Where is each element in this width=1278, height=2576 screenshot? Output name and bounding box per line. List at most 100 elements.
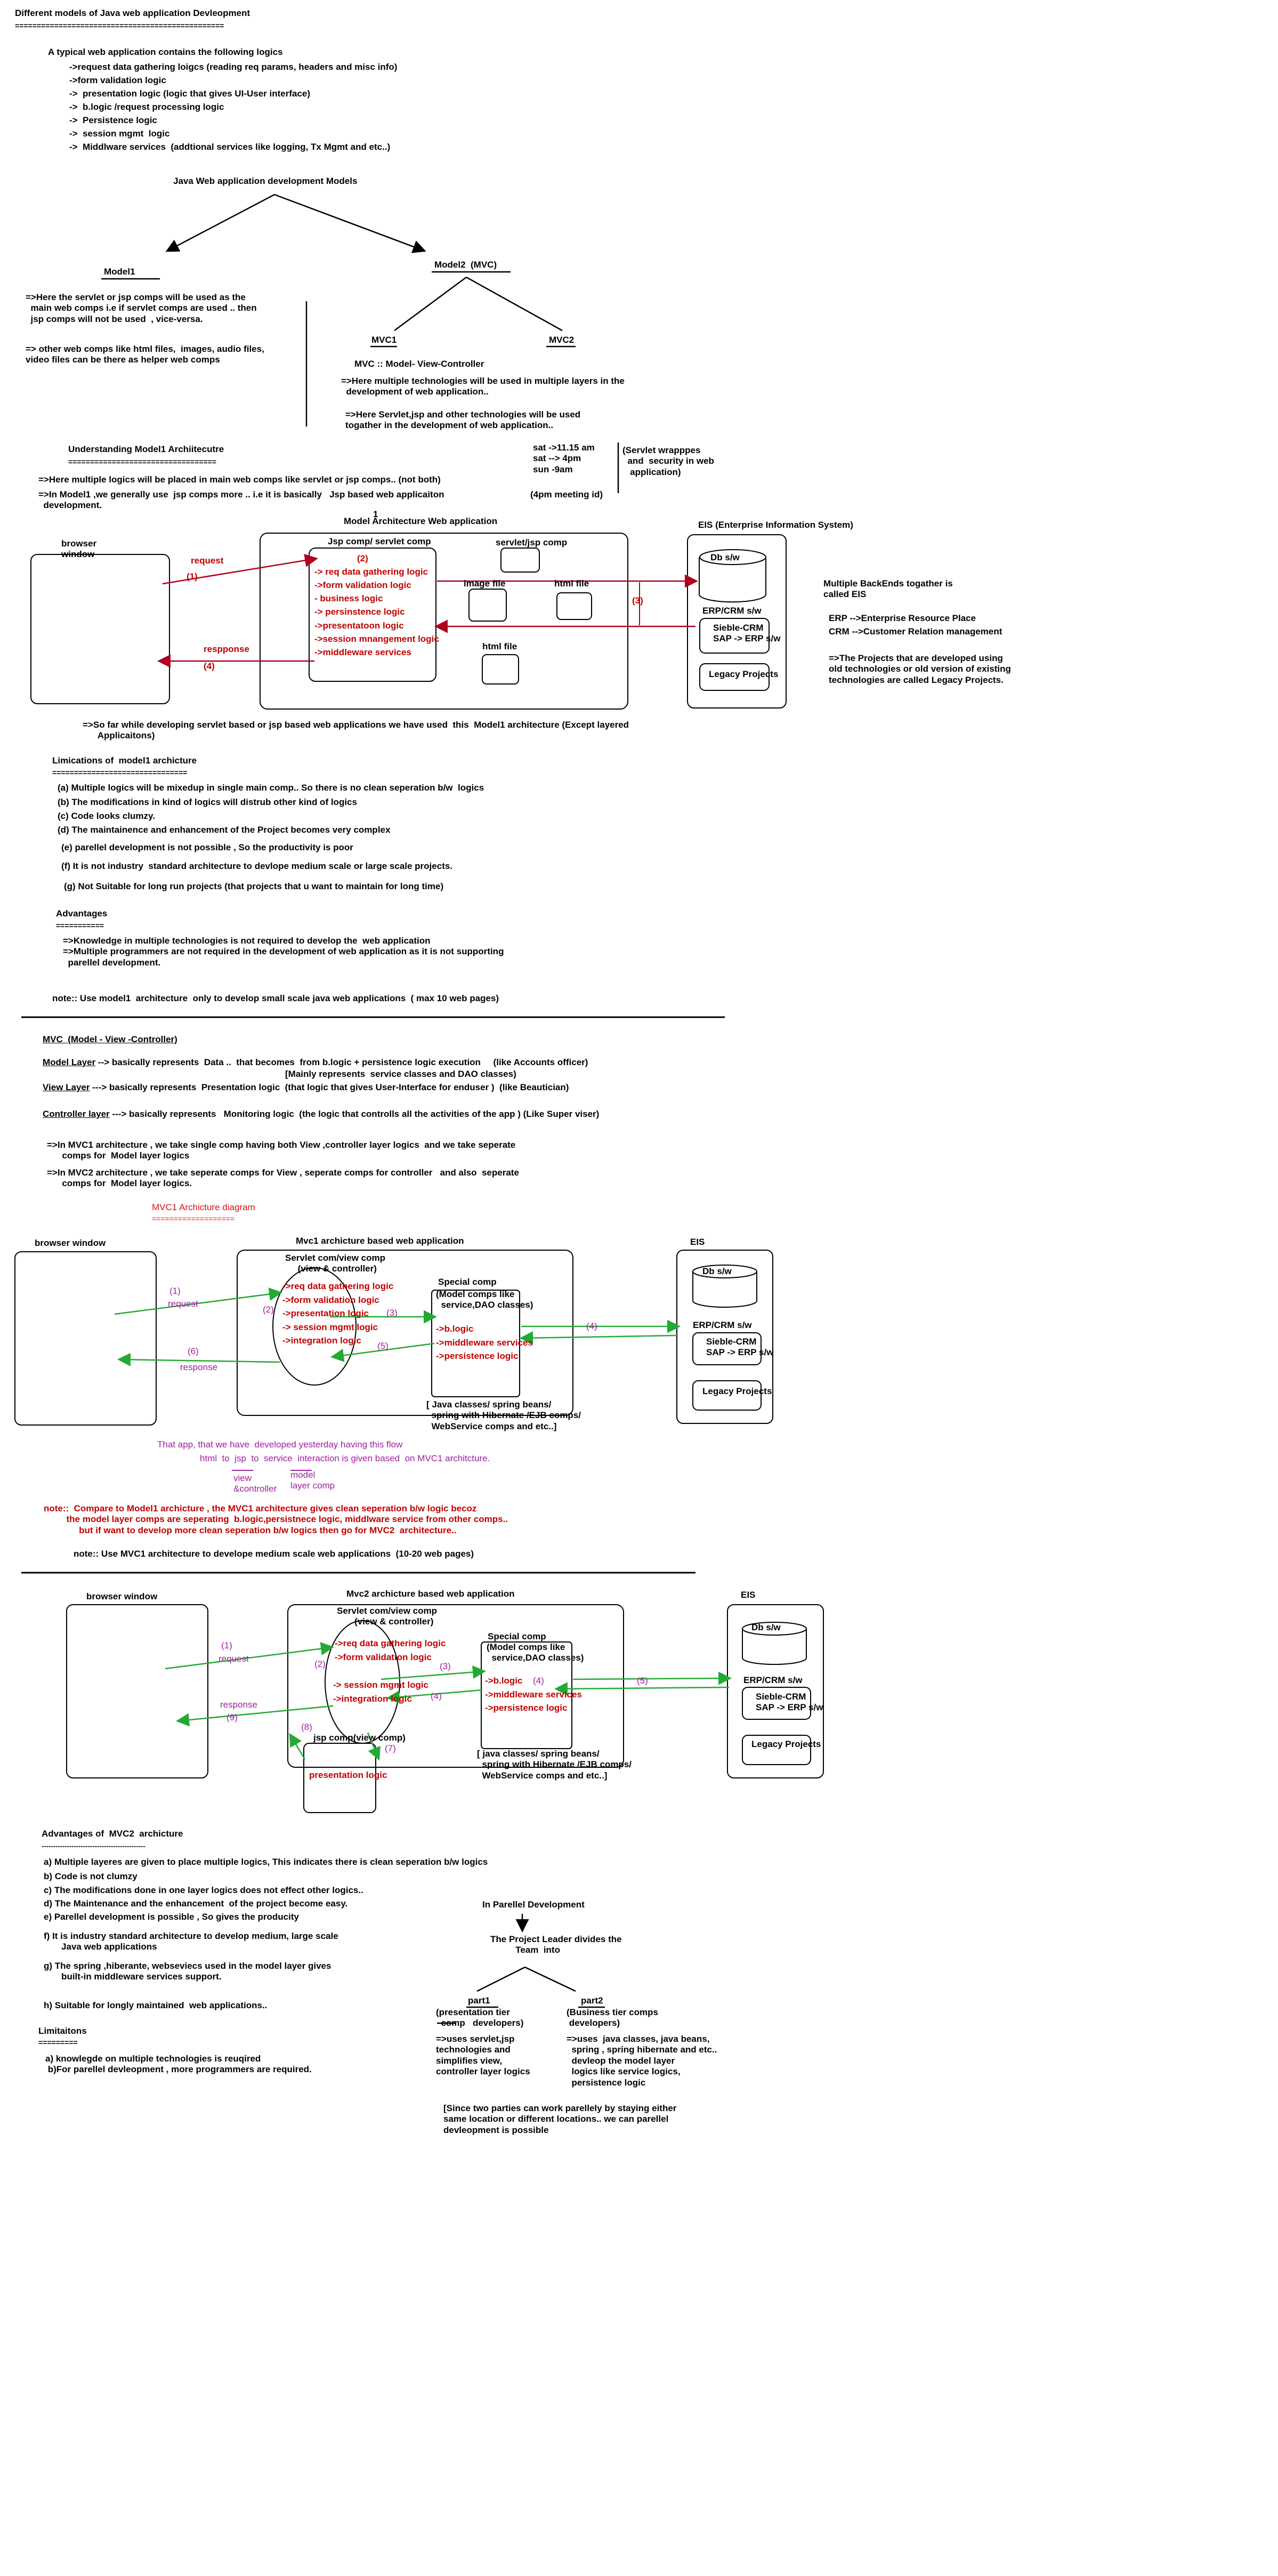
model2-description: =>Here multiple technologies will be use… xyxy=(341,376,625,397)
part2-description: =>uses java classes, java beans, spring … xyxy=(567,2034,717,2088)
jsp-servlet-comp-title: Jsp comp/ servlet comp xyxy=(328,536,431,546)
model1-logics-list: -> req data gathering logic ->form valid… xyxy=(314,567,439,657)
browser-window: browser window xyxy=(35,1238,106,1248)
title-underline: ========================================… xyxy=(15,21,224,30)
erp-crm-sw: ERP/CRM s/w xyxy=(743,1675,803,1685)
mvc2-advantages-title: Advantages of MVC2 archicture xyxy=(42,1829,183,1839)
browser-window: browser window xyxy=(61,538,97,560)
crm-definition: CRM -->Customer Relation management xyxy=(829,626,1002,637)
legacy-projects: Legacy Projects xyxy=(702,1386,772,1396)
eis-title: EIS xyxy=(741,1590,756,1600)
part2-subtitle: (Business tier comps developers) xyxy=(567,2007,658,2028)
request-label: request xyxy=(168,1299,198,1309)
step-2: (2) xyxy=(314,1659,326,1669)
step-3: (3) xyxy=(440,1661,451,1671)
model-layer-text: --> basically represents Data .. that be… xyxy=(95,1057,588,1067)
mvc2-advantages-underline: ----------------------------------------… xyxy=(42,1842,145,1850)
controller-layer-label: Controller layer xyxy=(43,1109,110,1119)
mvc1-diagram-heading: MVC1 Archicture diagram xyxy=(152,1202,255,1212)
model1-node: Model1 xyxy=(104,267,135,277)
parallel-tree-lines xyxy=(437,1914,605,2024)
model1-helper-comps: => other web comps like html files, imag… xyxy=(26,344,264,365)
eis-title: EIS xyxy=(690,1237,705,1247)
erp-crm-sw: ERP/CRM s/w xyxy=(702,606,762,616)
request-label: request xyxy=(219,1654,249,1664)
mvc1-definition: =>In MVC1 architecture , we take single … xyxy=(47,1140,516,1161)
limitation-item: (c) Code looks clumzy. xyxy=(58,811,155,821)
schedule: sat ->11.15 am sat --> 4pm sun -9am xyxy=(533,442,595,474)
servlet-wrappers-note: (Servlet wrapppes and security in web ap… xyxy=(622,445,714,477)
mvc1-usage-note: note:: Use MVC1 architecture to develope… xyxy=(74,1549,474,1559)
model1-usage-note: note:: Use model1 architecture only to d… xyxy=(52,993,499,1003)
part1-label: part1 xyxy=(468,1995,490,2006)
mvc2-logics-list: ->req data gathering logic ->form valida… xyxy=(335,1638,446,1662)
limitations-title: Limications of model1 archicture xyxy=(52,755,197,766)
html-file: html file xyxy=(482,641,517,651)
part1-subtitle: (presentation tier comp developers) xyxy=(436,2007,524,2028)
model-layer-line: Model Layer --> basically represents Dat… xyxy=(43,1057,588,1068)
parallel-dev-title: In Parellel Development xyxy=(482,1899,585,1910)
flow-note: html to jsp to service interaction is gi… xyxy=(200,1453,490,1463)
erp-definition: ERP -->Enterprise Resource Place xyxy=(829,613,976,623)
step-3: (3) xyxy=(632,595,643,606)
page-title: Different models of Java web application… xyxy=(15,8,250,18)
intro-item: -> presentation logic (logic that gives … xyxy=(69,88,311,99)
step-5: (5) xyxy=(377,1341,389,1351)
mvc1-compare-note: note:: Compare to Model1 archicture , th… xyxy=(44,1503,508,1535)
step-2: (2) xyxy=(357,553,368,564)
step-3: (3) xyxy=(386,1308,398,1318)
step-4: (4) xyxy=(204,661,215,671)
special-comp-logics: ->b.logic ->middleware services ->persis… xyxy=(436,1324,533,1361)
image-file: image file xyxy=(464,578,506,589)
request-label: request xyxy=(191,556,224,566)
model1-diagram-title: Model Architecture Web application xyxy=(344,516,498,526)
mvc2-logics-list-2: -> session mgmt logic ->integration logi… xyxy=(333,1680,429,1704)
mvc2-diagram-title: Mvc2 archicture based web application xyxy=(346,1589,515,1599)
mvc2-limitations-title: Limitaitons xyxy=(38,2026,87,2036)
mvc2-limitations: a) knowlegde on multiple technologies is… xyxy=(45,2054,312,2075)
meeting-note: (4pm meeting id) xyxy=(530,489,603,500)
step-8: (8) xyxy=(301,1722,312,1732)
limitation-item: (b) The modifications in kind of logics … xyxy=(58,797,357,807)
intro-item: -> Persistence logic xyxy=(69,115,157,125)
eis-title: EIS (Enterprise Information System) xyxy=(698,520,853,530)
servlet-jsp-comp: servlet/jsp comp xyxy=(496,537,568,548)
mvc1-node: MVC1 xyxy=(371,335,397,345)
special-comp-logics: ->b.logic ->middleware services ->persis… xyxy=(485,1676,582,1713)
backends-note: Multiple BackEnds togather is called EIS xyxy=(823,578,953,600)
mvc2-advantage-item: b) Code is not clumzy xyxy=(44,1871,137,1881)
mvc2-advantage-item: e) Parellel development is possible , So… xyxy=(44,1912,299,1922)
understanding-line-2: =>In Model1 ,we generally use jsp comps … xyxy=(38,489,444,511)
response-label: respponse xyxy=(204,644,249,654)
so-far-note: =>So far while developing servlet based … xyxy=(83,720,629,741)
db-sw: Db s/w xyxy=(751,1622,781,1632)
mvc2-advantage-item: g) The spring ,hiberante, webseviecs use… xyxy=(44,1961,331,1982)
mvc2-definition: =>In MVC2 architecture , we take seperat… xyxy=(47,1168,519,1189)
step-4: (4) xyxy=(586,1321,597,1331)
model2-node: Model2 (MVC) xyxy=(434,260,497,270)
mvc2-advantage-item: a) Multiple layeres are given to place m… xyxy=(44,1857,488,1867)
step-5: (5) xyxy=(637,1676,648,1686)
db-sw: Db s/w xyxy=(702,1266,732,1276)
step-1: (1) xyxy=(221,1640,232,1651)
controller-layer-text: ---> basically represents Monitoring log… xyxy=(109,1109,600,1119)
java-classes-note: [ java classes/ spring beans/ spring wit… xyxy=(477,1749,632,1781)
parallel-since-note: [Since two parties can work parellely by… xyxy=(443,2103,677,2135)
mvc1-diagram-title: Mvc1 archicture based web application xyxy=(296,1236,464,1246)
legacy-definition: =>The Projects that are developed using … xyxy=(829,653,1011,685)
model-layer-detail: [Mainly represents service classes and D… xyxy=(285,1069,516,1079)
limitation-item: (g) Not Suitable for long run projects (… xyxy=(64,881,444,891)
special-comp-title: Special comp xyxy=(488,1631,546,1641)
limitation-item: (e) parellel development is not possible… xyxy=(61,842,353,852)
mvc2-diagram-shapes xyxy=(66,1604,824,1813)
step-6: (6) xyxy=(188,1346,199,1356)
step-2: (2) xyxy=(263,1305,274,1315)
erp-crm-sw: ERP/CRM s/w xyxy=(693,1320,752,1330)
step-1: (1) xyxy=(187,571,198,582)
jsp-view-comp: jsp comp(view comp) xyxy=(313,1733,406,1743)
models-tree-lines xyxy=(101,194,619,493)
limitation-item: (d) The maintainence and enhancement of … xyxy=(58,825,391,835)
siebel-sap: Sieble-CRM SAP -> ERP s/w xyxy=(706,1337,774,1358)
model-layer-label: Model Layer xyxy=(43,1057,96,1067)
